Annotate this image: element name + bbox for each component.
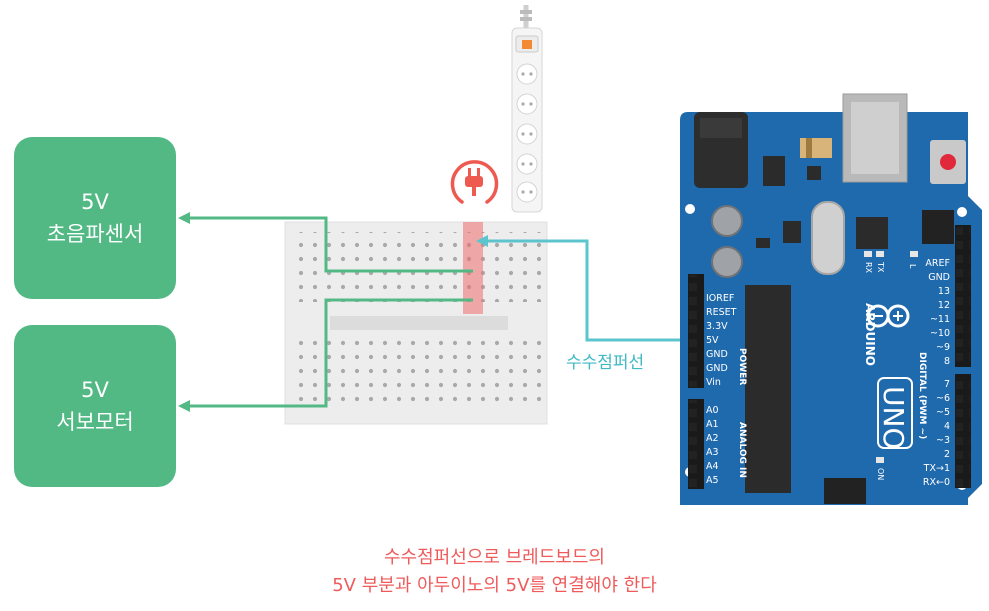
pin-8: 8 [944, 356, 950, 367]
pin-2: 2 [944, 449, 950, 460]
pin-a2: A2 [706, 433, 719, 444]
pin-3: ~3 [936, 435, 950, 446]
arduino-logo-icon [866, 304, 910, 328]
model-label: UNO [877, 386, 910, 449]
pin-reset: RESET [706, 307, 737, 318]
arrow-to-servo-icon [178, 400, 190, 412]
pin-3v3: 3.3V [706, 321, 728, 332]
pin-a1: A1 [706, 419, 719, 430]
pin-13: 13 [938, 286, 950, 297]
pin-a5: A5 [706, 475, 719, 486]
pin-gnd-3: GND [928, 272, 950, 283]
arrow-to-ultrasonic-icon [178, 212, 190, 224]
pin-aref: AREF [925, 258, 950, 269]
pin-gnd-1: GND [706, 349, 728, 360]
ultrasonic-sensor-voltage: 5V [81, 190, 109, 214]
breadboard [284, 221, 548, 425]
ultrasonic-sensor-box: 5V 초음파센서 [14, 137, 176, 299]
pin-12: 12 [938, 300, 950, 311]
pin-11: ~11 [930, 314, 950, 325]
power-plug-icon [450, 160, 499, 204]
pin-5v: 5V [706, 335, 719, 346]
power-strip [511, 5, 543, 213]
pin-9: ~9 [936, 342, 950, 353]
pin-a3: A3 [706, 447, 719, 458]
pin-ioref: IOREF [706, 293, 734, 304]
rx-label: RX [864, 262, 873, 274]
pin-0: RX←0 [923, 477, 950, 488]
arduino-uno-board [680, 93, 982, 505]
servo-motor-name: 서보모터 [56, 410, 134, 434]
caption-line-1: 수수점퍼선으로 브레드보드의 [383, 547, 605, 568]
pin-a4: A4 [706, 461, 719, 472]
caption-line-2: 5V 부분과 아두이노의 5V를 연결해야 한다 [332, 575, 657, 596]
pin-vin: Vin [706, 377, 721, 388]
digital-header-title: DIGITAL (PWM ~) [917, 352, 927, 439]
pin-10: ~10 [930, 328, 950, 339]
pin-7: 7 [944, 379, 950, 390]
analog-header-title: ANALOG IN [737, 422, 747, 478]
servo-motor-box: 5V 서보모터 [14, 325, 176, 487]
power-header-title: POWER [737, 348, 747, 385]
brand-label: ARDUINO [863, 303, 877, 366]
on-label: ON [876, 468, 885, 480]
jumper-arrow-icon [476, 235, 488, 247]
servo-motor-voltage: 5V [81, 378, 109, 402]
pin-1: TX→1 [923, 463, 950, 474]
pin-6: ~6 [936, 393, 950, 404]
jumper-wire-label: 수수점퍼선 [566, 353, 645, 373]
l-label: L [908, 264, 917, 269]
module-wires [186, 216, 473, 408]
rail-highlight [463, 222, 483, 314]
tx-label: TX [876, 261, 885, 273]
board-labels: IOREF RESET 3.3V 5V GND GND Vin A0 A1 A2… [706, 258, 950, 488]
pin-a0: A0 [706, 405, 719, 416]
pin-4: 4 [944, 421, 950, 432]
ultrasonic-sensor-name: 초음파센서 [46, 222, 144, 246]
jumper-wire [485, 239, 699, 342]
pin-gnd-2: GND [706, 363, 728, 374]
pin-5: ~5 [936, 407, 950, 418]
